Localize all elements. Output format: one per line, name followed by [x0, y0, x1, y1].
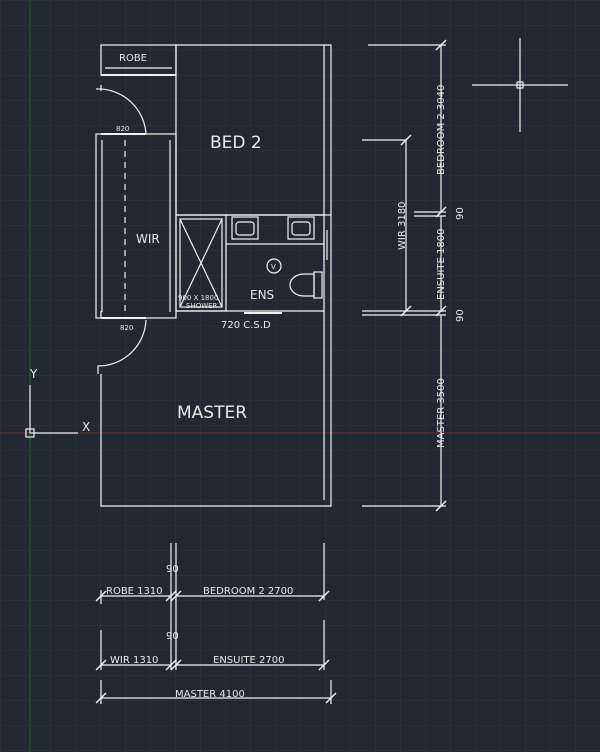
master-walls	[100, 215, 332, 507]
shower-size-label: 900 X 1800	[178, 294, 218, 302]
ensuite-walls	[176, 214, 325, 312]
floor-plan: ROBE BED 2 820 WIR 820 900 X 1800 SHOWER	[95, 44, 332, 507]
dim-master-text: MASTER 3500	[436, 378, 447, 448]
bed2-label: BED 2	[210, 133, 262, 153]
wir-door-bottom-label: 820	[120, 324, 133, 332]
wir-door-swing	[97, 319, 147, 374]
right-dimensions: BEDROOM 2 3040 WIR 3180 90 ENSUITE 1800 …	[362, 39, 466, 512]
wir-label: WIR	[136, 232, 160, 246]
dim-ensuite-text: ENSUITE 1800	[436, 229, 447, 300]
valve-label: V	[271, 263, 276, 271]
vanity-basin-right	[287, 216, 315, 240]
master-label: MASTER	[177, 403, 247, 423]
shower-label: SHOWER	[186, 302, 218, 310]
dim-bottom-gap-lower-text: 90	[166, 631, 179, 642]
dim-gap-upper-text: 90	[455, 207, 466, 220]
csd-label: 720 C.S.D	[221, 320, 271, 331]
toilet-icon	[289, 273, 315, 297]
dim-master-bottom-text: MASTER 4100	[175, 689, 245, 700]
dim-bottom-gap-upper-text: 90	[166, 564, 179, 575]
dim-wir-text: WIR 3180	[397, 202, 408, 250]
bottom-dimensions: 90 ROBE 1310 BEDROOM 2 2700 90 WIR 1310 …	[95, 543, 337, 704]
crosshair-cursor-icon	[472, 38, 568, 132]
dim-bedroom2-bottom-text: BEDROOM 2 2700	[203, 586, 293, 597]
bed2-door-swing	[95, 85, 147, 135]
dim-gap-lower-text: 90	[455, 309, 466, 322]
vanity-basin-left	[231, 216, 259, 240]
dim-bedroom2-text: BEDROOM 2 3040	[436, 85, 447, 175]
ucs-y-label: Y	[29, 367, 38, 381]
valve-icon	[266, 258, 282, 274]
wir-door-top-label: 820	[116, 125, 129, 133]
dim-wir-bottom-text: WIR 1310	[110, 655, 158, 666]
dim-ensuite-bottom-text: ENSUITE 2700	[213, 655, 284, 666]
ensuite-label: ENS	[250, 288, 274, 302]
ucs-icon: Y X	[25, 367, 90, 438]
robe-label: ROBE	[119, 53, 147, 64]
dim-robe-text: ROBE 1310	[106, 586, 163, 597]
ucs-x-label: X	[82, 420, 90, 434]
